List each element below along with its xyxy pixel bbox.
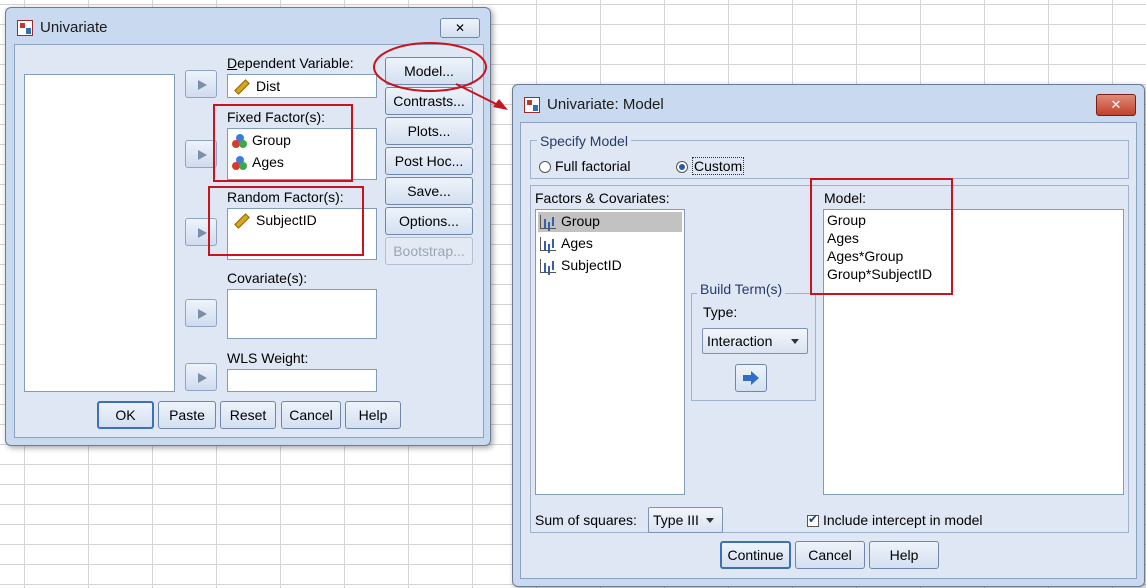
- covariates-label: Covariate(s):: [227, 270, 308, 286]
- univariate-close-button[interactable]: ✕: [440, 18, 480, 38]
- random-factors-highlight: [208, 186, 364, 256]
- model-titlebar[interactable]: Univariate: Model ✕: [513, 85, 1144, 117]
- close-icon: ✕: [1110, 97, 1122, 112]
- univariate-titlebar[interactable]: Univariate ✕: [6, 8, 490, 40]
- model-client-area: Specify Model Full factorial Custom Fact…: [520, 122, 1137, 579]
- model-help-button[interactable]: Help: [869, 541, 939, 569]
- move-to-fixed-factor-button[interactable]: [185, 140, 217, 168]
- random-factors-label: Random Factor(s):: [227, 189, 344, 205]
- right-arrow-icon: [743, 371, 759, 385]
- dependent-variable-field[interactable]: Dist: [227, 74, 377, 98]
- save-button[interactable]: Save...: [385, 177, 473, 205]
- nominal-bar-icon: [540, 259, 556, 274]
- factor-item[interactable]: Ages: [540, 235, 593, 252]
- post-hoc-button[interactable]: Post Hoc...: [385, 147, 473, 175]
- fixed-factor-item[interactable]: Group: [232, 132, 291, 149]
- model-body-frame: [530, 185, 1129, 533]
- add-term-button[interactable]: [735, 364, 767, 392]
- dependent-variable-label: Dependent Variable:: [227, 55, 354, 71]
- univariate-client-area: Dependent Variable: Dist Fixed Factor(s)…: [14, 44, 484, 438]
- random-factor-item[interactable]: SubjectID: [234, 212, 317, 230]
- ok-button[interactable]: OK: [97, 401, 154, 429]
- factor-item[interactable]: SubjectID: [540, 257, 622, 274]
- include-intercept-checkbox[interactable]: Include intercept in model: [807, 512, 983, 528]
- source-variable-list[interactable]: [24, 74, 175, 392]
- radio-icon: [539, 161, 551, 174]
- help-button[interactable]: Help: [345, 401, 401, 429]
- model-close-button[interactable]: ✕: [1096, 94, 1136, 116]
- fixed-factors-label: Fixed Factor(s):: [227, 109, 326, 125]
- move-to-wls-weight-button[interactable]: [185, 363, 217, 391]
- nominal-bar-icon: [540, 237, 556, 252]
- model-terms-list[interactable]: Group Ages Ages*Group Group*SubjectID: [823, 209, 1124, 495]
- model-term-item[interactable]: Group: [827, 212, 866, 228]
- reset-button[interactable]: Reset: [220, 401, 276, 429]
- model-dialog: Univariate: Model ✕ Specify Model Full f…: [512, 84, 1145, 587]
- model-terms-label: Model:: [824, 190, 867, 206]
- sum-of-squares-select[interactable]: Type III: [648, 507, 723, 533]
- nominal-variable-icon: [232, 155, 248, 171]
- factors-covariates-label: Factors & Covariates:: [535, 190, 670, 206]
- factor-item-selected[interactable]: Group: [538, 212, 682, 232]
- options-button[interactable]: Options...: [385, 207, 473, 235]
- continue-button[interactable]: Continue: [720, 541, 791, 569]
- model-term-item[interactable]: Group*SubjectID: [827, 266, 933, 282]
- nominal-variable-icon: [232, 133, 248, 149]
- model-cancel-button[interactable]: Cancel: [795, 541, 865, 569]
- move-to-dependent-button[interactable]: [185, 70, 217, 98]
- type-label: Type:: [703, 304, 738, 320]
- fixed-factors-highlight: [213, 104, 353, 182]
- build-term-type-select[interactable]: Interaction: [702, 328, 808, 354]
- sum-of-squares-label: Sum of squares:: [535, 512, 637, 528]
- fixed-factor-item[interactable]: Ages: [232, 154, 284, 171]
- covariates-list[interactable]: [227, 289, 377, 339]
- model-term-item[interactable]: Ages*Group: [827, 248, 904, 264]
- paste-button[interactable]: Paste: [158, 401, 216, 429]
- univariate-title: Univariate: [40, 19, 108, 36]
- scale-variable-icon: [234, 79, 250, 96]
- specify-model-label: Specify Model: [537, 133, 631, 149]
- model-term-item[interactable]: Ages: [827, 230, 859, 246]
- contrasts-button[interactable]: Contrasts...: [385, 87, 473, 115]
- plots-button[interactable]: Plots...: [385, 117, 473, 145]
- close-icon: ✕: [454, 21, 466, 35]
- annotation-arrow-head: [493, 99, 508, 110]
- spss-app-icon: [17, 20, 33, 36]
- checkbox-checked-icon: [807, 512, 819, 528]
- factors-covariates-list[interactable]: Group Ages SubjectID: [535, 209, 685, 495]
- spss-app-icon: [524, 97, 540, 113]
- cancel-button[interactable]: Cancel: [281, 401, 341, 429]
- bootstrap-button[interactable]: Bootstrap...: [385, 237, 473, 265]
- random-factors-list[interactable]: SubjectID: [227, 208, 377, 260]
- model-dialog-title: Univariate: Model: [547, 96, 664, 113]
- build-terms-label: Build Term(s): [697, 281, 786, 297]
- model-terms-highlight: [810, 178, 953, 295]
- nominal-bar-icon: [540, 215, 556, 230]
- wls-weight-field[interactable]: [227, 369, 377, 392]
- model-button[interactable]: Model...: [385, 57, 473, 85]
- wls-weight-label: WLS Weight:: [227, 350, 309, 366]
- move-to-random-factor-button[interactable]: [185, 218, 217, 246]
- custom-radio[interactable]: Custom: [676, 157, 745, 175]
- move-to-covariate-button[interactable]: [185, 299, 217, 327]
- dependent-variable-item[interactable]: Dist: [234, 78, 280, 96]
- full-factorial-radio[interactable]: Full factorial: [539, 158, 630, 174]
- radio-selected-icon: [676, 161, 688, 174]
